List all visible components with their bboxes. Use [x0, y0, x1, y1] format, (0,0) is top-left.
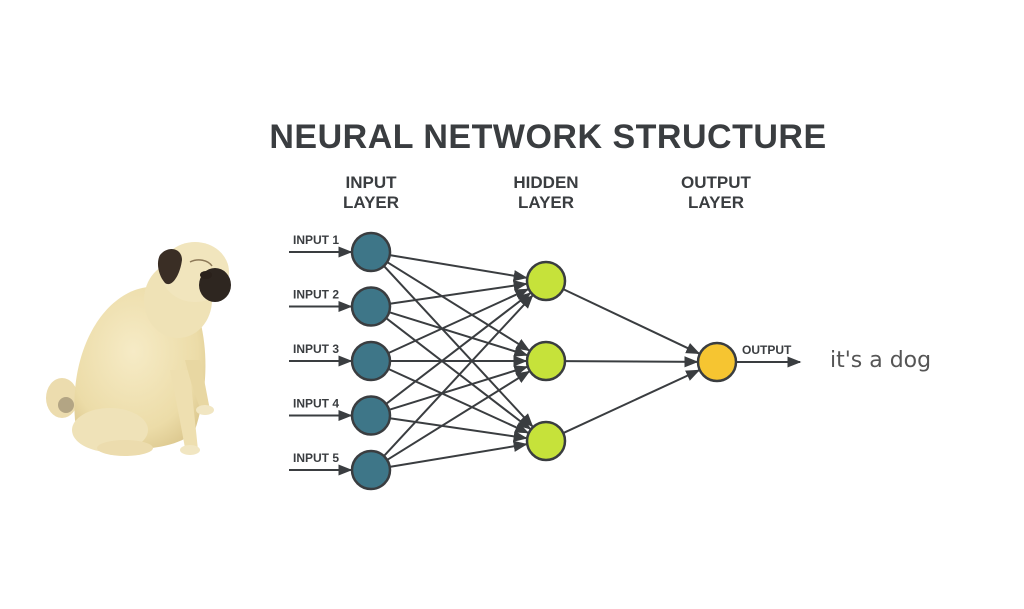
input-node-1 [350, 231, 392, 273]
edge-input-5-hidden-2 [386, 370, 531, 461]
svg-text:LAYER: LAYER [518, 193, 574, 212]
edge-input-2-hidden-1 [389, 280, 528, 305]
diagram-title: NEURAL NETWORK STRUCTURE [269, 118, 826, 156]
input-node-3 [350, 340, 392, 382]
input-label-3: INPUT 3 [293, 342, 339, 356]
input-labels: INPUT 1 INPUT 2 INPUT 3 INPUT 4 INPUT 5 [289, 233, 353, 476]
svg-text:INPUT: INPUT [346, 173, 398, 192]
edge-input-5-hidden-1 [383, 294, 534, 457]
edge-hidden-2-output [564, 356, 699, 368]
output-layer-label: OUTPUT LAYER [681, 173, 752, 212]
nodes [350, 231, 738, 491]
input-label-4: INPUT 4 [293, 397, 339, 411]
pug-dog-image [46, 242, 231, 456]
edge-input-2-hidden-2 [388, 311, 529, 357]
output-label: OUTPUT [742, 343, 792, 357]
svg-text:LAYER: LAYER [343, 193, 399, 212]
input-label-2: INPUT 2 [293, 288, 339, 302]
edge-input-4-hidden-2 [388, 365, 529, 411]
svg-text:OUTPUT: OUTPUT [681, 173, 752, 192]
hidden-layer-label: HIDDEN LAYER [513, 173, 578, 212]
edge-hidden-1-output [562, 288, 701, 355]
edge-input-1-hidden-3 [383, 265, 534, 428]
edge-input-2-hidden-3 [385, 317, 532, 430]
output-node [696, 341, 738, 383]
hidden-node-3 [525, 420, 567, 462]
svg-text:HIDDEN: HIDDEN [513, 173, 578, 192]
edge-hidden-3-output [562, 369, 701, 434]
input-node-2 [350, 286, 392, 327]
svg-text:LAYER: LAYER [688, 193, 744, 212]
edge-input-3-hidden-3 [387, 367, 530, 434]
hidden-node-2 [525, 340, 567, 382]
result-text: it's a dog [830, 348, 931, 373]
edge-input-1-hidden-1 [389, 254, 528, 282]
edge-input-4-hidden-1 [385, 292, 532, 405]
hidden-node-1 [525, 260, 567, 302]
edge-input-5-hidden-3 [389, 440, 528, 468]
input-layer-label: INPUT LAYER [343, 173, 399, 212]
edge-input-4-hidden-3 [389, 417, 528, 442]
connections [383, 254, 701, 468]
input-node-4 [350, 395, 392, 436]
input-label-5: INPUT 5 [293, 451, 339, 465]
input-node-5 [350, 449, 392, 491]
edge-input-3-hidden-1 [387, 288, 530, 355]
input-label-1: INPUT 1 [293, 233, 339, 247]
edge-input-1-hidden-2 [386, 261, 531, 352]
